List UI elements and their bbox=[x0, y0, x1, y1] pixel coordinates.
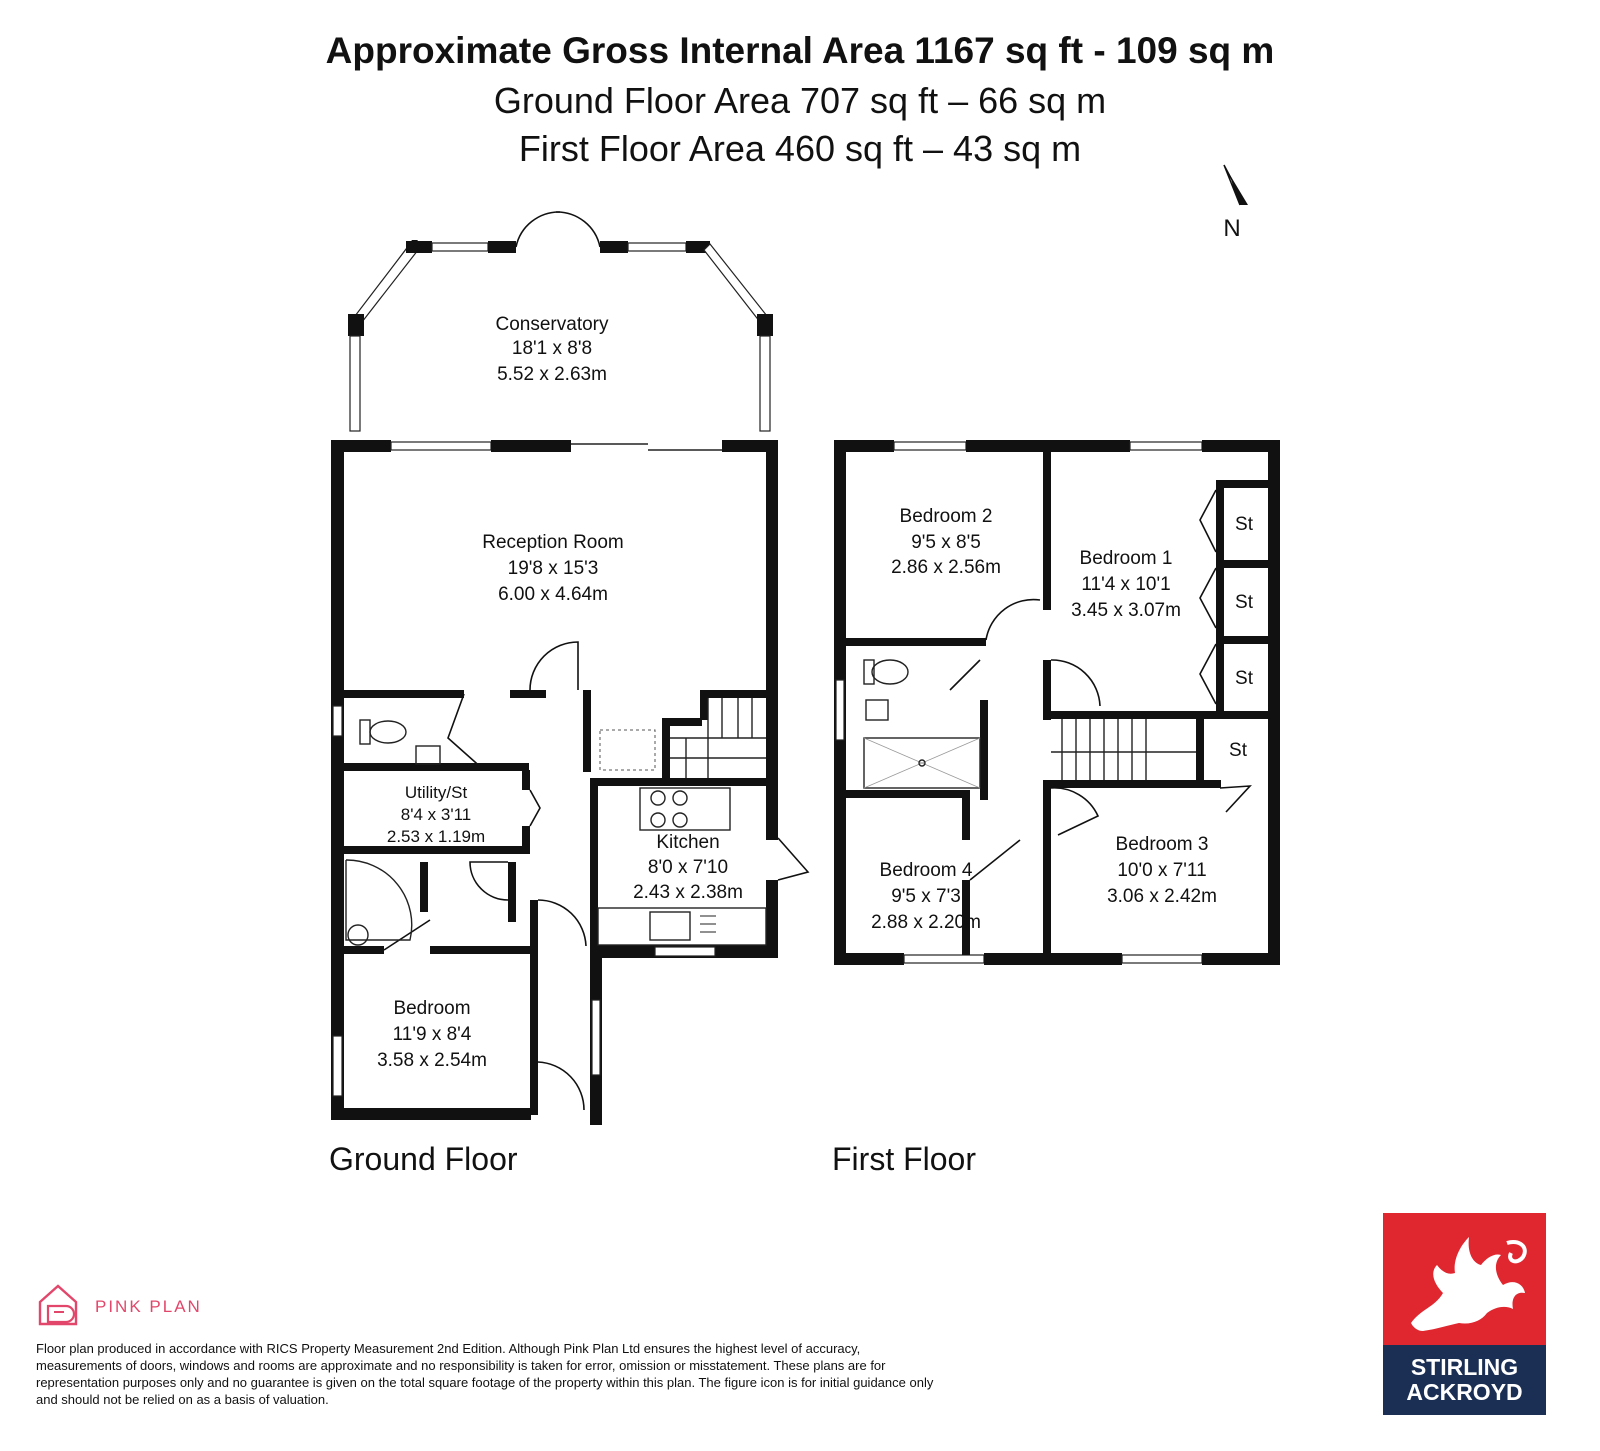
compass-label: N bbox=[1223, 215, 1240, 242]
stirling-ackroyd-logo: STIRLING ACKROYD bbox=[1383, 1213, 1546, 1415]
bedroom1-imperial: 11'4 x 10'1 bbox=[1081, 574, 1170, 595]
store-label-1: St bbox=[1235, 514, 1254, 535]
bedroom3-imperial: 10'0 x 7'11 bbox=[1117, 860, 1206, 881]
reception-metric: 6.00 x 4.64m bbox=[498, 584, 608, 605]
agent-name-line1: STIRLING bbox=[1410, 1354, 1519, 1380]
first-floor-area: First Floor Area 460 sq ft – 43 sq m bbox=[518, 128, 1082, 169]
utility-name: Utility/St bbox=[405, 783, 468, 802]
kitchen-imperial: 8'0 x 7'10 bbox=[648, 857, 728, 878]
bedroom2-imperial: 9'5 x 8'5 bbox=[911, 532, 981, 553]
bedroom-metric: 3.58 x 2.54m bbox=[377, 1050, 487, 1071]
bedroom3-name: Bedroom 3 bbox=[1116, 834, 1209, 855]
bedroom4-name: Bedroom 4 bbox=[880, 860, 973, 881]
first-floor-plan: Bedroom 2 9'5 x 8'5 2.86 x 2.56m Bedroom… bbox=[832, 440, 1280, 1177]
ground-floor-area: Ground Floor Area 707 sq ft – 66 sq m bbox=[493, 80, 1107, 121]
reception-name: Reception Room bbox=[482, 532, 624, 553]
bedroom4-imperial: 9'5 x 7'3 bbox=[891, 886, 961, 907]
conservatory-metric: 5.52 x 2.63m bbox=[497, 364, 607, 385]
total-area-title: Approximate Gross Internal Area 1167 sq … bbox=[325, 30, 1275, 71]
bedroom4-metric: 2.88 x 2.20m bbox=[871, 912, 981, 933]
agent-name-line2: ACKROYD bbox=[1406, 1379, 1523, 1405]
kitchen-metric: 2.43 x 2.38m bbox=[633, 882, 743, 903]
pink-plan-logo-icon bbox=[38, 1284, 78, 1326]
ground-floor-plan: Conservatory 18'1 x 8'8 5.52 x 2.63m Rec… bbox=[329, 211, 810, 1177]
utility-imperial: 8'4 x 3'11 bbox=[401, 805, 471, 824]
conservatory-name: Conservatory bbox=[496, 314, 609, 335]
bedroom2-name: Bedroom 2 bbox=[900, 506, 993, 527]
store-label-4: St bbox=[1229, 740, 1248, 761]
store-label-2: St bbox=[1235, 592, 1254, 613]
griffin-icon bbox=[1383, 1213, 1546, 1345]
store-label-3: St bbox=[1235, 668, 1254, 689]
bedroom3-metric: 3.06 x 2.42m bbox=[1107, 886, 1217, 907]
bedroom-name: Bedroom bbox=[393, 998, 470, 1019]
compass-icon: N bbox=[1223, 164, 1248, 242]
bedroom1-metric: 3.45 x 3.07m bbox=[1071, 600, 1181, 621]
disclaimer-text: Floor plan produced in accordance with R… bbox=[36, 1341, 934, 1407]
bedroom1-name: Bedroom 1 bbox=[1080, 548, 1173, 569]
bedroom-imperial: 11'9 x 8'4 bbox=[393, 1024, 472, 1045]
reception-imperial: 19'8 x 15'3 bbox=[508, 558, 599, 579]
first-floor-label: First Floor bbox=[832, 1141, 976, 1177]
utility-metric: 2.53 x 1.19m bbox=[387, 827, 485, 846]
bedroom2-metric: 2.86 x 2.56m bbox=[891, 557, 1001, 578]
conservatory-imperial: 18'1 x 8'8 bbox=[512, 338, 592, 359]
pink-plan-brand: PINK PLAN bbox=[95, 1297, 202, 1316]
ground-floor-label: Ground Floor bbox=[329, 1141, 518, 1177]
kitchen-name: Kitchen bbox=[656, 832, 719, 853]
